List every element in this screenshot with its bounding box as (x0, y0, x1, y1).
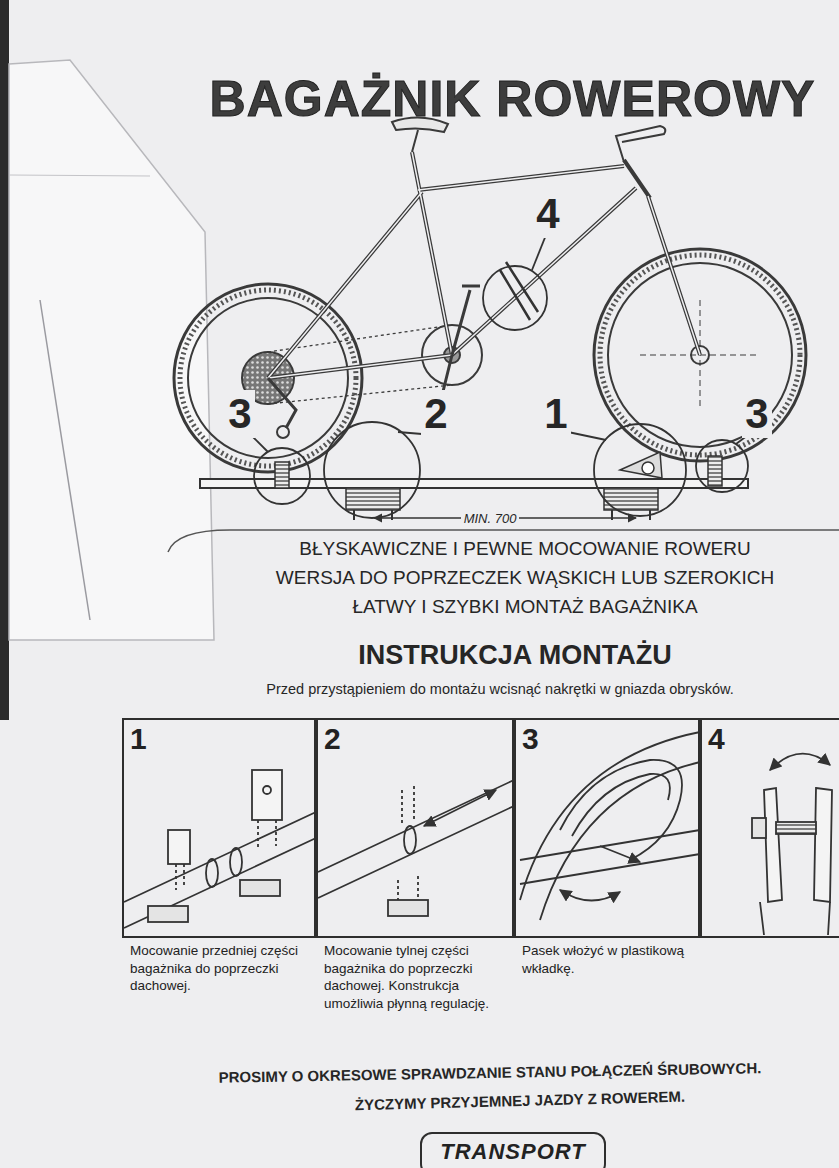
sheet-line (9, 175, 150, 176)
step-caption: Mocowanie przedniej części bagażnika do … (130, 942, 314, 995)
label-wrap: MIN. 700 (445, 509, 535, 527)
closing-note: PROSIMY O OKRESOWE SPRAWDZANIE STANU POŁ… (218, 1059, 761, 1086)
step-illustration (318, 780, 514, 916)
note: Przed przystąpieniem do montażu wcisnąć … (266, 681, 733, 698)
photo-edge (0, 0, 9, 720)
step-panel: 1Mocowanie przedniej części bagażnika do… (122, 718, 316, 938)
page-title: BAGAŻNIK ROWEROWY (210, 70, 816, 128)
step-panel: 3Pasek włożyć w plastikową wkładkę. (514, 718, 700, 938)
step-number: 3 (522, 722, 539, 755)
label-wrap: INSTRUKCJA MONTAŻU (265, 640, 765, 671)
logo-box: TRANSPORT (420, 1132, 606, 1168)
step-panel: 4 (700, 718, 839, 938)
label-wrap: 1 (536, 390, 576, 438)
section-heading: INSTRUKCJA MONTAŻU (358, 640, 671, 671)
rack (200, 262, 748, 520)
folded-sheet (9, 60, 214, 640)
label-wrap: 3 (220, 390, 260, 438)
label-wrap: Przed przystąpieniem do montażu wcisnąć … (180, 680, 820, 698)
label-wrap: 2 (416, 390, 456, 438)
label-wrap: PROSIMY O OKRESOWE SPRAWDZANIE STANU POŁ… (170, 1058, 810, 1087)
step-number: 4 (708, 722, 725, 755)
tagline: WERSJA DO POPRZECZEK WĄSKICH LUB SZEROKI… (276, 567, 774, 589)
dimension: MIN. 700 (461, 512, 520, 527)
label-wrap: BŁYSKAWICZNE I PEWNE MOCOWANIE ROWERU (245, 538, 805, 560)
callout-number: 1 (541, 390, 570, 438)
step-illustration (752, 754, 832, 935)
step-panel: 2Mocowanie tylnej części bagażnika do po… (316, 718, 514, 938)
step-caption: Mocowanie tylnej części bagażnika do pop… (324, 942, 512, 1012)
step-number: 2 (324, 722, 341, 755)
step-illustration (124, 770, 316, 928)
label-wrap: WERSJA DO POPRZECZEK WĄSKICH LUB SZEROKI… (245, 567, 805, 589)
step-caption: Pasek włożyć w plastikową wkładkę. (522, 942, 698, 977)
title-wrap: BAGAŻNIK ROWEROWY (190, 70, 835, 128)
label-wrap: ŻYCZYMY PRZYJEMNEJ JAZDY Z ROWEREM. (270, 1085, 770, 1116)
callout-number: 3 (742, 390, 771, 438)
brand-logo: TRANSPORT (440, 1140, 586, 1164)
callout-number: 3 (225, 390, 254, 438)
tagline: BŁYSKAWICZNE I PEWNE MOCOWANIE ROWERU (299, 538, 750, 560)
step-illustration (520, 732, 700, 920)
callout-number: 4 (533, 190, 562, 238)
label-wrap: 4 (526, 190, 570, 238)
callout-circles (250, 230, 752, 518)
callout-number: 2 (421, 390, 450, 438)
label-wrap: 3 (737, 390, 777, 438)
label-wrap: ŁATWY I SZYBKI MONTAŻ BAGAŻNIKA (245, 596, 805, 618)
tagline: ŁATWY I SZYBKI MONTAŻ BAGAŻNIKA (352, 596, 697, 618)
closing-note: ŻYCZYMY PRZYJEMNEJ JAZDY Z ROWEREM. (355, 1088, 686, 1114)
bicycle (174, 117, 806, 472)
step-number: 1 (130, 722, 147, 755)
sheet-line (40, 300, 90, 620)
